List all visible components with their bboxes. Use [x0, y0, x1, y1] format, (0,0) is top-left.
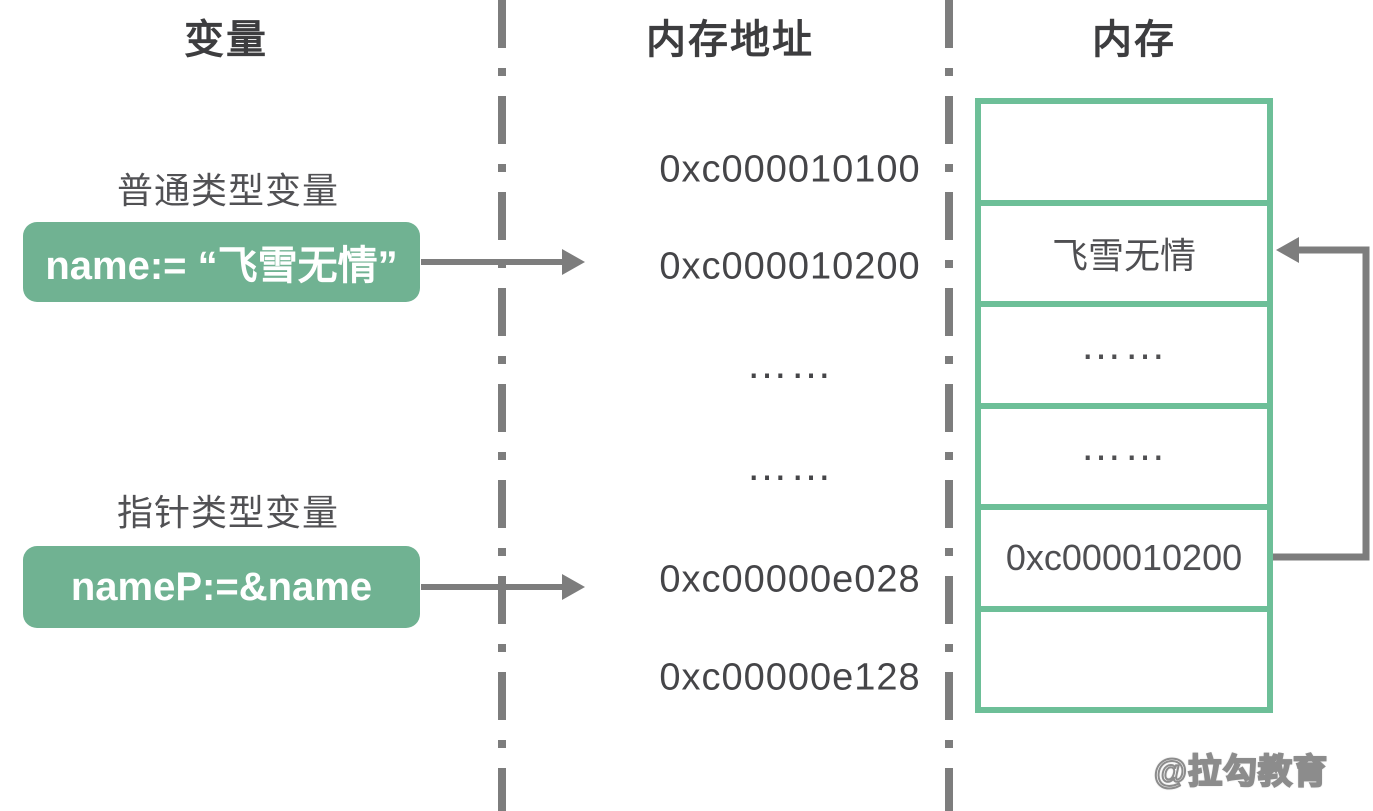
normal-variable-box: name:= “飞雪无情”	[23, 222, 420, 302]
arrow-name-to-address-head	[562, 249, 585, 275]
memory-cell-3: ……	[981, 307, 1267, 409]
memory-cell-2-value: 飞雪无情	[1051, 235, 1196, 277]
memory-cell-4-value: ……	[1080, 422, 1168, 470]
memory-address-ellipsis-2: ……	[746, 442, 834, 489]
arrow-namep-to-address-head	[562, 574, 585, 600]
memory-cell-3-value: ……	[1080, 320, 1168, 368]
memory-address-ellipsis-1: ……	[746, 340, 834, 387]
memory-address-2: 0xc000010200	[659, 245, 921, 288]
normal-variable-label: 普通类型变量	[116, 170, 340, 211]
pointer-variable-box: nameP:=&name	[23, 546, 420, 628]
column-header-addresses: 内存地址	[646, 18, 814, 62]
column-header-memory: 内存	[1092, 18, 1176, 62]
memory-table: 飞雪无情 …… …… 0xc000010200	[975, 98, 1273, 713]
memory-address-3: 0xc00000e028	[659, 558, 921, 601]
column-header-variables: 变量	[184, 18, 268, 62]
memory-cell-1	[981, 104, 1267, 206]
pointer-variable-code: nameP:=&name	[70, 564, 373, 609]
memory-cell-4: ……	[981, 409, 1267, 510]
pointer-variable-label: 指针类型变量	[116, 492, 340, 533]
memory-cell-5: 0xc000010200	[981, 510, 1267, 612]
memory-cell-2: 飞雪无情	[981, 206, 1267, 307]
memory-cell-5-value: 0xc000010200	[1005, 536, 1243, 578]
normal-variable-code: name:= “飞雪无情”	[45, 244, 398, 288]
memory-cell-6	[981, 612, 1267, 708]
memory-address-1: 0xc000010100	[659, 148, 921, 191]
pointer-reference-line	[1271, 246, 1370, 561]
pointer-reference-arrowhead	[1276, 237, 1299, 263]
memory-address-4: 0xc00000e128	[659, 656, 921, 699]
lagou-education-watermark: @拉勾教育	[1153, 752, 1328, 792]
